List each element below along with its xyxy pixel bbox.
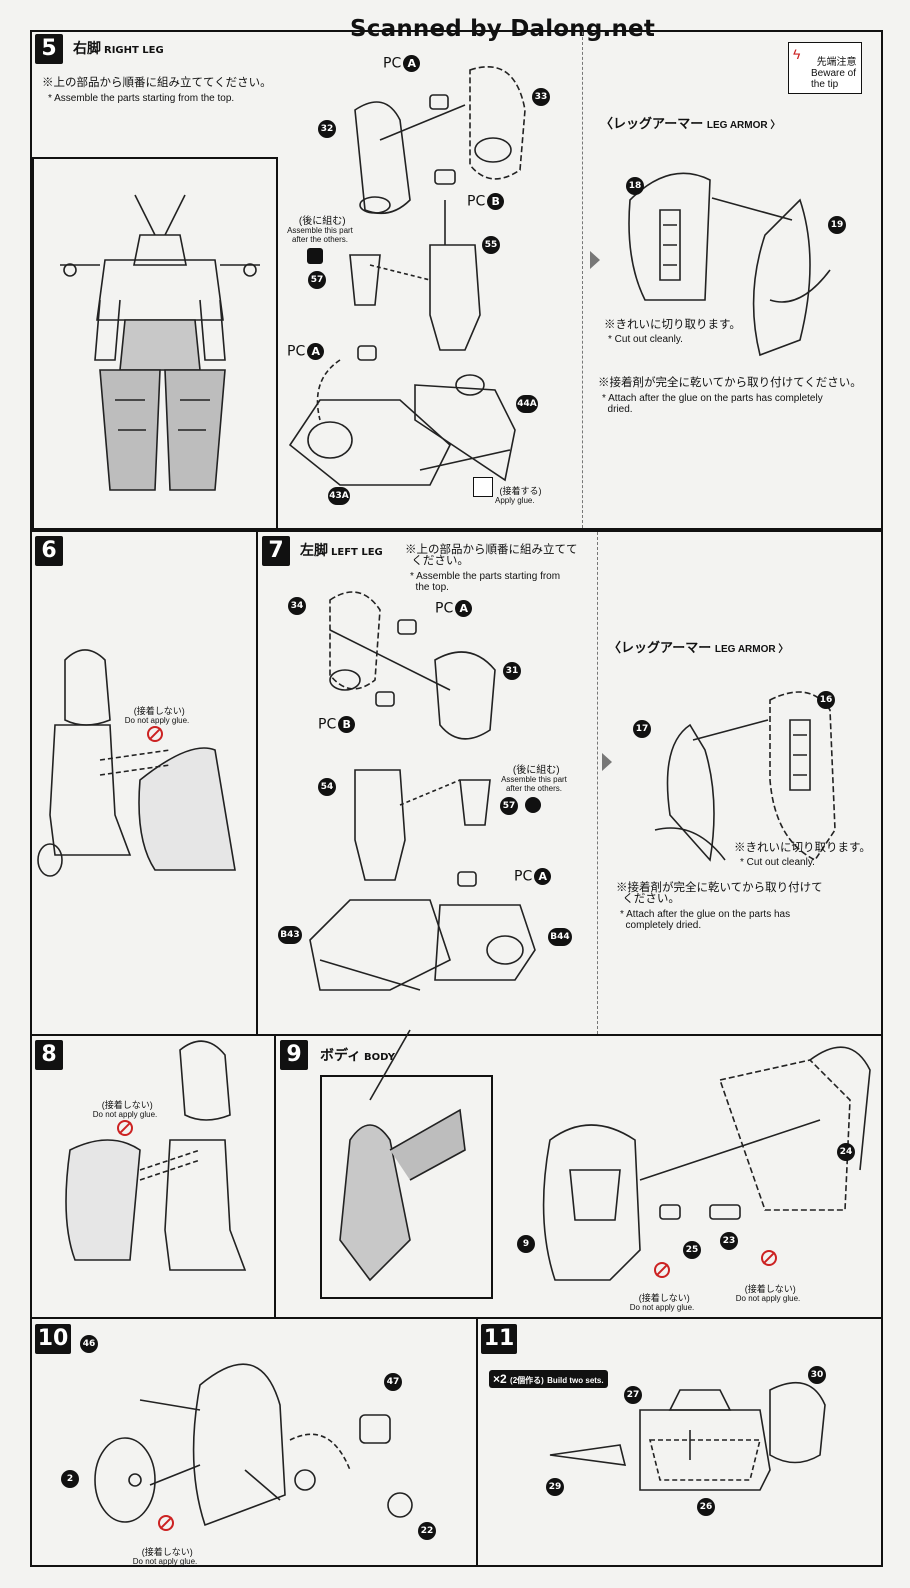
cut-cleanly-jp: ※きれいに切り取ります。 [604, 319, 741, 331]
next-arrow [590, 251, 600, 269]
part-55: 55 [482, 236, 500, 254]
part-57: 57 [308, 271, 326, 289]
step8-illustration [65, 1040, 247, 1271]
part-9: 9 [517, 1235, 535, 1253]
no-glue-note: (接着しない) Do not apply glue. [629, 1293, 695, 1313]
assemble-later-note: (後に組む) Assemble this part after the othe… [287, 216, 353, 245]
step-number: 5 [35, 34, 63, 64]
no-glue-note: (接着しない) Do not apply glue. [124, 706, 190, 726]
step-number: 11 [481, 1324, 517, 1354]
cut-cleanly-en: * Cut out cleanly. [608, 334, 683, 345]
cut-cleanly-jp: ※きれいに切り取ります。 [734, 842, 871, 854]
part-b43: B43 [278, 926, 302, 944]
no-glue-icon [158, 1515, 174, 1531]
watermark: Scanned by Dalong.net [350, 16, 656, 42]
build-two-sets-badge: ×2 (2個作る) Build two sets. [489, 1370, 608, 1388]
cut-cleanly-en: * Cut out cleanly. [740, 857, 815, 868]
part-24: 24 [837, 1143, 855, 1161]
right-leg-parts [288, 66, 526, 486]
body-overview-frame [320, 1075, 493, 1299]
no-glue-note: (接着しない) Do not apply glue. [92, 1100, 158, 1120]
glue-icon [473, 477, 493, 497]
assemble-later-note: (後に組む) Assemble this part after the othe… [501, 765, 567, 794]
step-number: 6 [35, 536, 63, 566]
step-number: 8 [35, 1040, 63, 1070]
left-leg-armor [654, 691, 836, 862]
step6-illustration [37, 649, 236, 877]
attach-after-dry-en: * Attach after the glue on the parts has… [602, 393, 823, 415]
no-glue-icon [117, 1120, 133, 1136]
part-27: 27 [624, 1386, 642, 1404]
attach-after-dry-en: * Attach after the glue on the parts has… [620, 909, 791, 931]
next-arrow [602, 753, 612, 771]
step5-panel [30, 30, 883, 530]
assembly-note-jp: ※上の部品から順番に組み立てて ください。 [405, 544, 578, 567]
step5-divider [582, 32, 583, 528]
leg-armor-title: 〈レッグアーマー LEG ARMOR 〉 [608, 640, 789, 655]
part-43a: 43A [328, 487, 350, 505]
assembly-note-en: * Assemble the parts starting from the t… [410, 571, 561, 593]
step7-divider [597, 532, 598, 1034]
part-30: 30 [808, 1366, 826, 1384]
attach-after-dry-jp: ※接着剤が完全に乾いてから取り付けて ください。 [616, 882, 823, 905]
robot-illustration [60, 194, 260, 491]
part-32: 32 [318, 120, 336, 138]
part-16: 16 [817, 691, 835, 709]
apply-glue-note: (接着する) Apply glue. [495, 486, 542, 506]
right-leg-armor [628, 172, 831, 357]
leg-armor-title: 〈レッグアーマー LEG ARMOR 〉 [600, 116, 781, 131]
step-number: 10 [35, 1324, 71, 1354]
no-glue-note: (接着しない) Do not apply glue. [735, 1284, 801, 1304]
part-46: 46 [80, 1335, 98, 1353]
part-34: 34 [288, 597, 306, 615]
step-number: 7 [262, 536, 290, 566]
part-23: 23 [720, 1232, 738, 1250]
no-glue-icon [147, 726, 163, 742]
body-illustration [339, 1029, 871, 1282]
part-47: 47 [384, 1373, 402, 1391]
lightning-icon: ϟ [793, 46, 801, 62]
part-31: 31 [503, 662, 521, 680]
caution-jp: 先端注意 [816, 57, 857, 68]
part-57-marker [525, 797, 541, 813]
step11-panel [476, 1317, 883, 1567]
part-57-marker [307, 248, 323, 264]
caution-en: Beware of the tip [811, 68, 857, 90]
step-number: 9 [280, 1040, 308, 1070]
part-25: 25 [683, 1241, 701, 1259]
part-18: 18 [626, 177, 644, 195]
part-54: 54 [318, 778, 336, 796]
part-b44: B44 [548, 928, 572, 946]
left-leg-parts [309, 591, 536, 991]
assembly-note-jp: ※上の部品から順番に組み立ててください。 [42, 77, 272, 89]
part-29: 29 [546, 1478, 564, 1496]
no-glue-icon [654, 1262, 670, 1278]
part-33: 33 [532, 88, 550, 106]
attach-after-dry-jp: ※接着剤が完全に乾いてから取り付けてください。 [598, 377, 862, 389]
assembly-note-en: * Assemble the parts starting from the t… [48, 93, 235, 104]
step11-illustration [549, 1381, 826, 1491]
part-22: 22 [418, 1522, 436, 1540]
part-26: 26 [697, 1498, 715, 1516]
part-17: 17 [633, 720, 651, 738]
no-glue-note: (接着しない) Do not apply glue. [132, 1547, 198, 1567]
part-2: 2 [61, 1470, 79, 1488]
right-leg-overview-frame [32, 157, 278, 531]
part-19: 19 [828, 216, 846, 234]
caution-tip-box: ϟ 先端注意 Beware of the tip [788, 42, 862, 94]
part-44a: 44A [516, 395, 538, 413]
step10-illustration [94, 1363, 413, 1527]
no-glue-icon [761, 1250, 777, 1266]
part-57: 57 [500, 797, 518, 815]
